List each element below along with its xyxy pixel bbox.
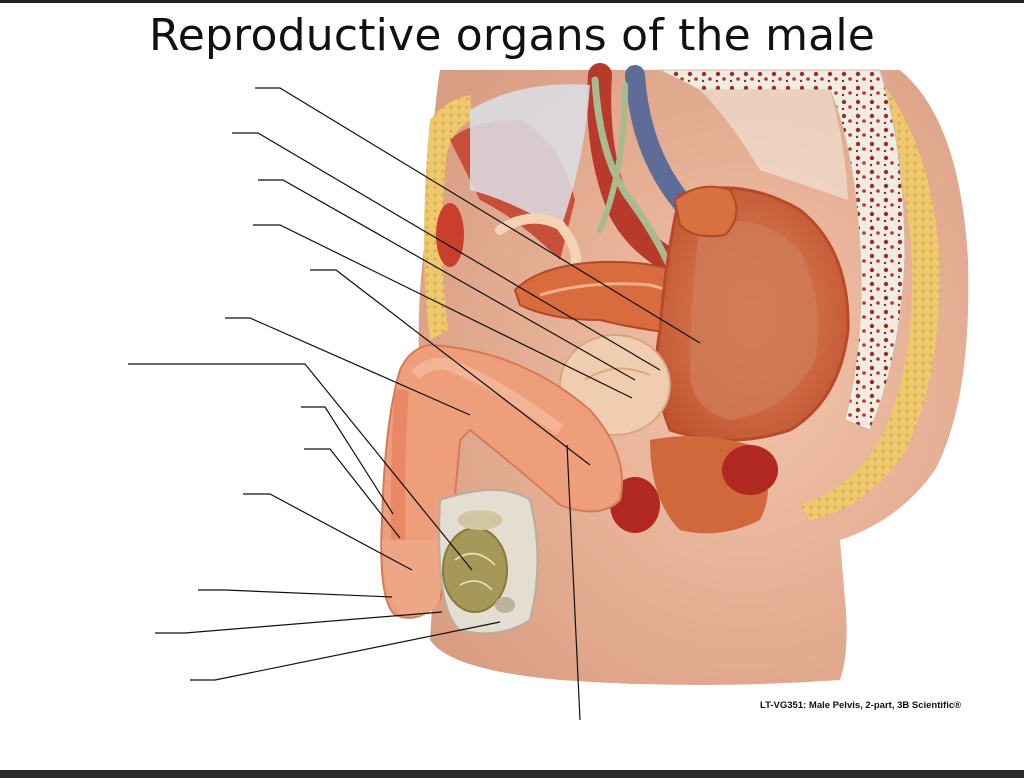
anal-sphincter [722,445,778,495]
pubic-fat [436,203,464,267]
scrotum [439,490,537,633]
bottom-border [0,770,1024,778]
testis [443,528,507,612]
epididymis [458,510,502,530]
leader-line-8 [301,407,393,514]
leader-line-11 [198,590,392,597]
leader-line-12 [155,612,442,633]
ureter-cap [675,187,736,237]
model-caption: LT-VG351: Male Pelvis, 2-part, 3B Scient… [760,700,961,711]
